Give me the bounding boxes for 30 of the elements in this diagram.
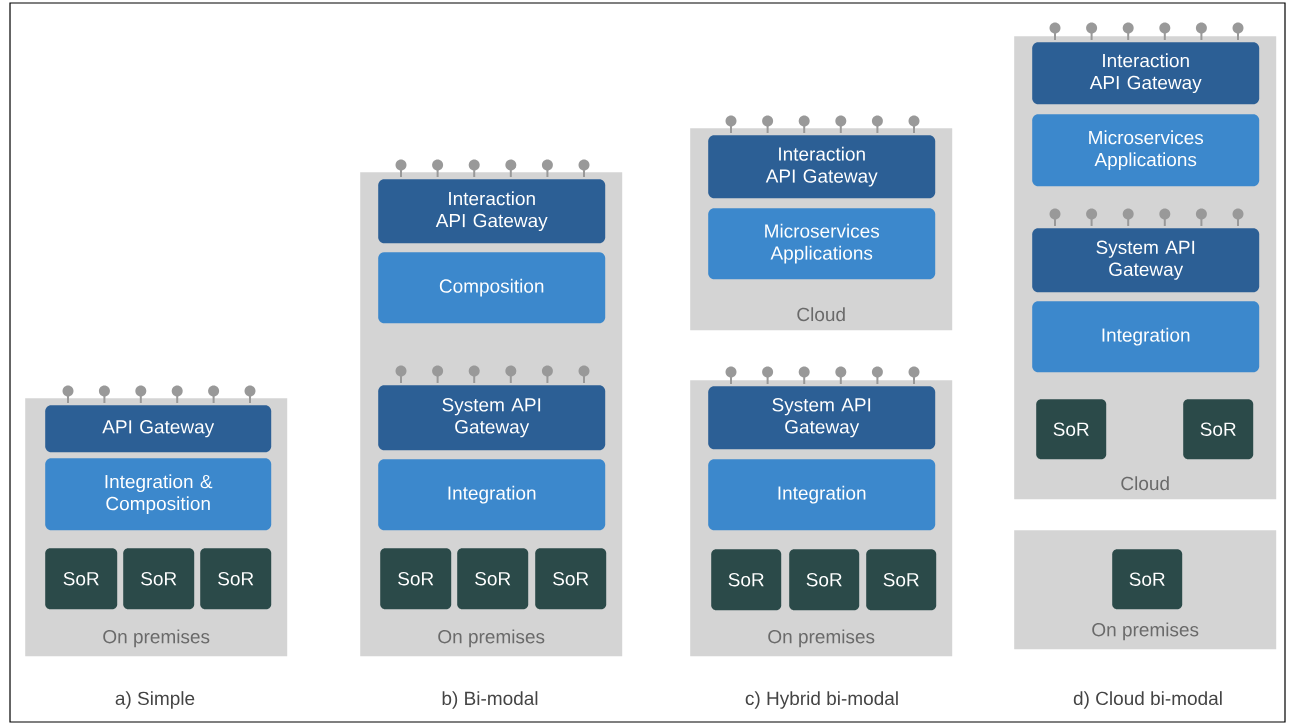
sor-box: SoR	[200, 548, 272, 610]
service-box: Composition	[378, 252, 606, 324]
sor-box: SoR	[457, 548, 529, 610]
gateway-box: Interaction API Gateway	[378, 179, 606, 244]
service-box: Integration & Composition	[45, 458, 272, 531]
service-box: Integration	[378, 459, 606, 531]
sor-box: SoR	[380, 548, 452, 610]
service-box: Microservices Applications	[708, 208, 936, 280]
sor-box: SoR	[711, 549, 782, 611]
sor-box: SoR	[1036, 399, 1107, 460]
gateway-box: System API Gateway	[708, 386, 936, 450]
sor-box: SoR	[1183, 399, 1254, 460]
sor-box: SoR	[123, 548, 195, 610]
caption: b) Bi-modal	[442, 691, 538, 709]
gateway-box: Interaction API Gateway	[708, 135, 936, 199]
service-box: Integration	[1032, 301, 1260, 373]
sor-box: SoR	[1112, 549, 1183, 610]
sor-box: SoR	[535, 548, 607, 610]
service-box: Integration	[708, 459, 936, 531]
caption: d) Cloud bi-modal	[1073, 691, 1222, 709]
sor-box: SoR	[866, 549, 937, 611]
service-box: Microservices Applications	[1032, 114, 1260, 187]
gateway-box: System API Gateway	[378, 385, 606, 451]
sor-box: SoR	[789, 549, 860, 611]
sor-box: SoR	[45, 548, 118, 610]
caption: c) Hybrid bi-modal	[745, 691, 898, 709]
gateway-box: API Gateway	[45, 405, 272, 453]
caption: a) Simple	[115, 691, 195, 709]
gateway-box: System API Gateway	[1032, 228, 1260, 293]
gateway-box: Interaction API Gateway	[1032, 42, 1260, 105]
